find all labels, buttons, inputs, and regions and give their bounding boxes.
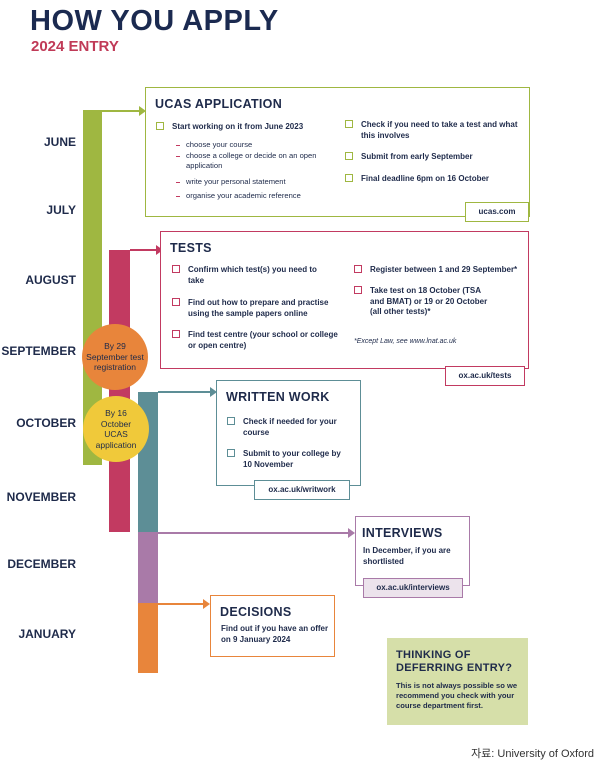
dash-icon (176, 196, 180, 198)
tests-confirm-item: Confirm which test(s) you need to take (188, 265, 317, 285)
test-registration-deadline-circle: By 29 September test registration (82, 324, 148, 390)
tests-register-item: Register between 1 and 29 September* (370, 265, 518, 274)
checkbox-icon[interactable] (227, 449, 235, 457)
written-check-item: Check if needed for your course (243, 417, 337, 437)
dash-icon (176, 182, 180, 184)
checkbox-icon[interactable] (172, 265, 180, 273)
checkbox-icon[interactable] (354, 286, 362, 294)
ucas-deadline-item: Final deadline 6pm on 16 October (361, 174, 490, 183)
interviews-timeline-bar (138, 532, 158, 603)
interviews-card: INTERVIEWS In December, if you are short… (355, 516, 470, 586)
ucas-application-card: UCAS APPLICATION Start working on it fro… (145, 87, 530, 217)
checkbox-icon[interactable] (156, 122, 164, 130)
checkbox-icon[interactable] (345, 120, 353, 128)
decisions-text: Find out if you have an offer on 9 Janua… (221, 624, 329, 644)
tests-card: TESTS Confirm which test(s) you need to … (160, 231, 529, 369)
deferring-entry-box: THINKING OF DEFERRING ENTRY? This is not… (387, 638, 528, 725)
interviews-title: INTERVIEWS (362, 526, 443, 540)
checkbox-icon[interactable] (345, 174, 353, 182)
decisions-title: DECISIONS (220, 605, 292, 619)
decisions-card: DECISIONS Find out if you have an offer … (210, 595, 335, 657)
interviews-text: In December, if you are shortlisted (363, 546, 451, 566)
dash-icon (176, 156, 180, 158)
checkbox-icon[interactable] (345, 152, 353, 160)
month-october: OCTOBER (16, 416, 76, 430)
decisions-timeline-bar (138, 603, 158, 673)
tests-arrow (156, 245, 163, 255)
source-credit: 자료: University of Oxford (471, 748, 594, 760)
ucas-connector (102, 110, 142, 112)
ucas-check-item: Check if you need to take a test and wha… (361, 120, 518, 140)
page-title: HOW YOU APPLY (30, 5, 279, 37)
interviews-link[interactable]: ox.ac.uk/interviews (363, 578, 463, 598)
tests-title: TESTS (170, 241, 212, 255)
tests-prepare-item: Find out how to prepare and practise usi… (188, 298, 329, 318)
checkbox-icon[interactable] (172, 330, 180, 338)
month-january: JANUARY (18, 627, 76, 641)
written-work-title: WRITTEN WORK (226, 390, 330, 404)
written-submit-item: Submit to your college by 10 November (243, 449, 341, 469)
ucas-arrow (139, 106, 146, 116)
tests-connector (130, 249, 160, 251)
tests-timeline-bar (109, 250, 130, 532)
ucas-link[interactable]: ucas.com (465, 202, 529, 222)
deferring-title: THINKING OF DEFERRING ENTRY? (396, 649, 513, 674)
written-work-connector (158, 391, 213, 393)
written-work-card: WRITTEN WORK Check if needed for your co… (216, 380, 361, 486)
ucas-sub-item: choose a college or decide on an open ap… (186, 151, 317, 170)
tests-link[interactable]: ox.ac.uk/tests (445, 366, 525, 386)
deferring-text: This is not always possible so we recomm… (396, 681, 518, 710)
month-november: NOVEMBER (6, 490, 76, 504)
ucas-title: UCAS APPLICATION (155, 97, 283, 111)
decisions-arrow (203, 599, 210, 609)
month-august: AUGUST (25, 273, 76, 287)
interviews-arrow (348, 528, 355, 538)
written-work-arrow (210, 387, 217, 397)
ucas-deadline-circle: By 16 October UCAS application (83, 396, 149, 462)
checkbox-icon[interactable] (172, 298, 180, 306)
month-december: DECEMBER (7, 557, 76, 571)
page-subtitle: 2024 ENTRY (31, 38, 119, 55)
ucas-submit-item: Submit from early September (361, 152, 473, 161)
written-work-link[interactable]: ox.ac.uk/writwork (254, 480, 350, 500)
ucas-start-item: Start working on it from June 2023 (172, 122, 304, 131)
ucas-sub-item: organise your academic reference (186, 191, 301, 200)
decisions-connector (158, 603, 206, 605)
ucas-sub-item: write your personal statement (186, 177, 286, 186)
tests-centre-item: Find test centre (your school or college… (188, 330, 338, 350)
month-july: JULY (46, 203, 76, 217)
ucas-sub-item: choose your course (186, 140, 253, 149)
checkbox-icon[interactable] (354, 265, 362, 273)
tests-note: *Except Law, see www.lnat.ac.uk (354, 338, 457, 345)
month-june: JUNE (43, 135, 76, 149)
month-september: SEPTEMBER (1, 344, 76, 358)
checkbox-icon[interactable] (227, 417, 235, 425)
tests-take-item: Take test on 18 October (TSA and BMAT) o… (370, 286, 488, 316)
interviews-connector (158, 532, 351, 534)
dash-icon (176, 145, 180, 147)
